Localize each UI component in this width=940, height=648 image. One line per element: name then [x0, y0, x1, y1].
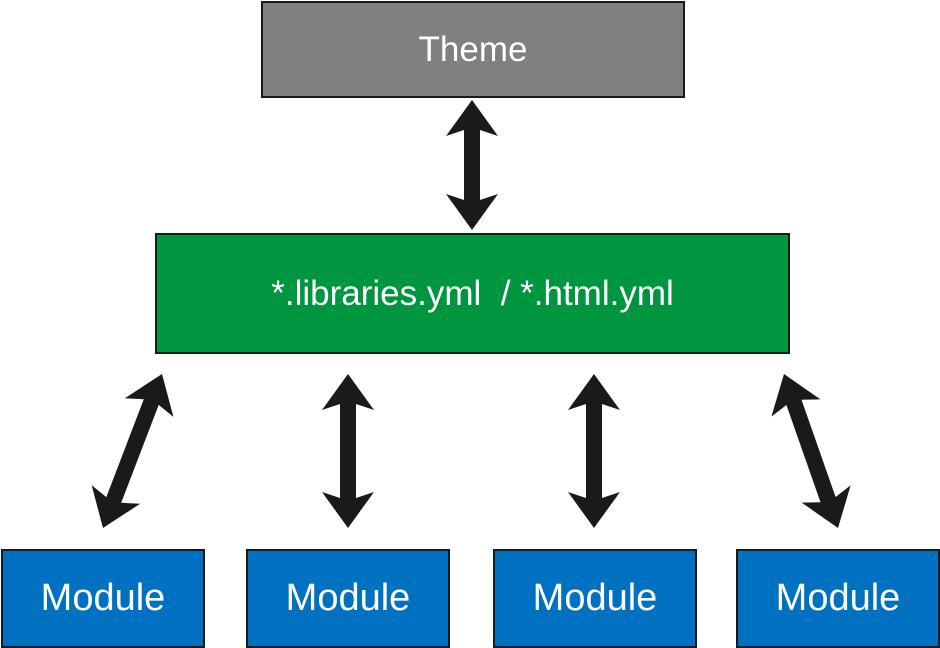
module-node-4: Module [736, 549, 940, 648]
module-label-4: Module [775, 577, 901, 619]
arrow-libraries-module-3 [568, 374, 620, 528]
libraries-node: *.libraries.yml / *.html.yml [155, 233, 790, 354]
arrow-libraries-module-2 [322, 374, 374, 528]
module-node-1: Module [1, 549, 205, 648]
arrow-libraries-module-4 [771, 374, 851, 528]
arrow-libraries-module-1 [91, 374, 174, 528]
theme-node: Theme [261, 1, 685, 98]
arrow-theme-libraries [446, 100, 498, 230]
module-label-2: Module [285, 577, 411, 619]
module-label-3: Module [532, 577, 658, 619]
theme-label: Theme [418, 29, 528, 69]
module-node-3: Module [493, 549, 697, 648]
module-label-1: Module [40, 577, 166, 619]
libraries-label: *.libraries.yml / *.html.yml [271, 273, 674, 313]
module-node-2: Module [246, 549, 450, 648]
